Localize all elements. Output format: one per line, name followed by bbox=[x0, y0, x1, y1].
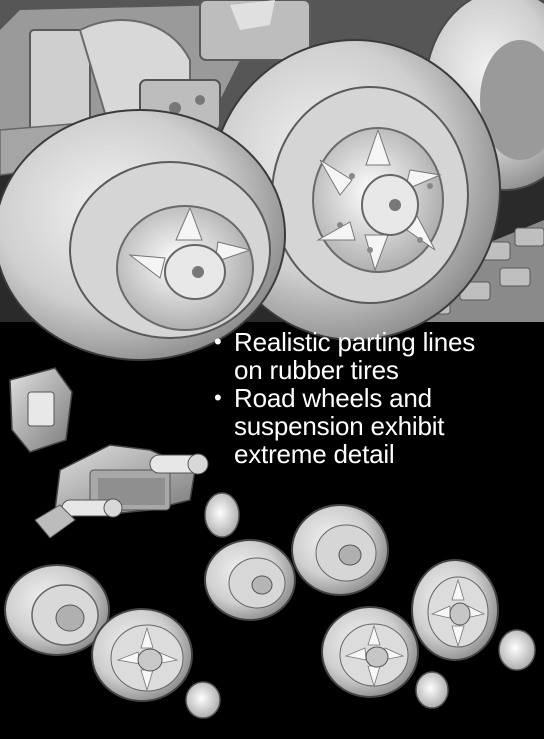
feature-text: Road wheels and suspension exhibit extre… bbox=[234, 383, 445, 469]
feature-bullet-tires: • Realistic parting lines on rubber tire… bbox=[214, 328, 540, 384]
exploded-parts-view bbox=[4, 367, 536, 719]
feature-text: Realistic parting lines on rubber tires bbox=[234, 327, 476, 385]
feature-bullet-road-wheels: • Road wheels and suspension exhibit ext… bbox=[214, 384, 540, 468]
bullet-symbol: • bbox=[214, 385, 222, 410]
bullet-symbol: • bbox=[214, 329, 222, 354]
upper-assembled-view bbox=[0, 0, 544, 361]
feature-bullet-list: • Realistic parting lines on rubber tire… bbox=[214, 328, 540, 468]
